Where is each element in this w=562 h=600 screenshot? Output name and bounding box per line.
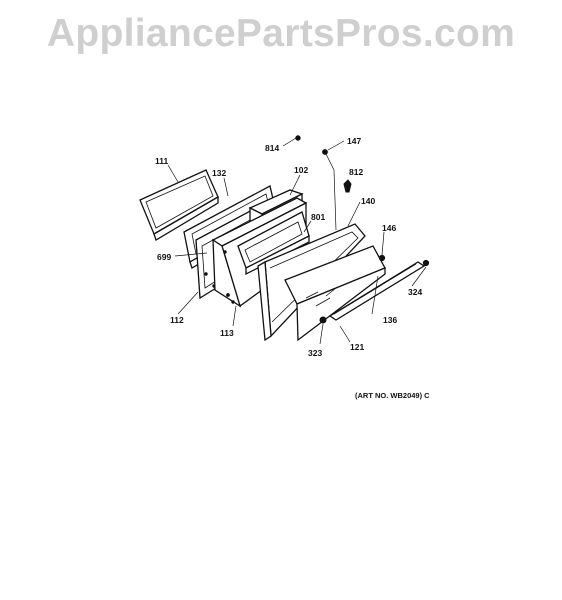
screw-323 [319,316,327,324]
label-111: 111 [155,156,169,166]
label-102: 102 [294,165,308,175]
label-812: 812 [349,167,363,177]
label-699: 699 [157,252,171,262]
label-801: 801 [311,212,325,222]
part-111-door-gasket [139,169,219,241]
fasteners [295,135,430,324]
art-number: (ART NO. WB2049) C [355,391,430,400]
label-323: 323 [308,348,322,358]
screw-812 [343,179,352,193]
label-147: 147 [347,136,361,146]
label-121: 121 [350,342,364,352]
screw-146 [378,254,386,262]
part-136-door-handle [328,261,426,321]
label-140: 140 [361,196,375,206]
screw-814 [295,135,301,141]
screw-324 [422,259,430,267]
label-113: 113 [220,328,234,338]
label-132: 132 [212,168,226,178]
site-watermark: AppliancePartsPros.com [46,12,516,55]
label-814: 814 [265,143,279,153]
part-121-door-glass [284,245,386,342]
label-136: 136 [383,315,397,325]
part-labels: 111 132 102 814 147 812 140 801 699 146 … [155,136,422,358]
leader-lines [167,137,427,345]
label-112: 112 [170,315,184,325]
label-324: 324 [408,287,422,297]
label-146: 146 [382,223,396,233]
